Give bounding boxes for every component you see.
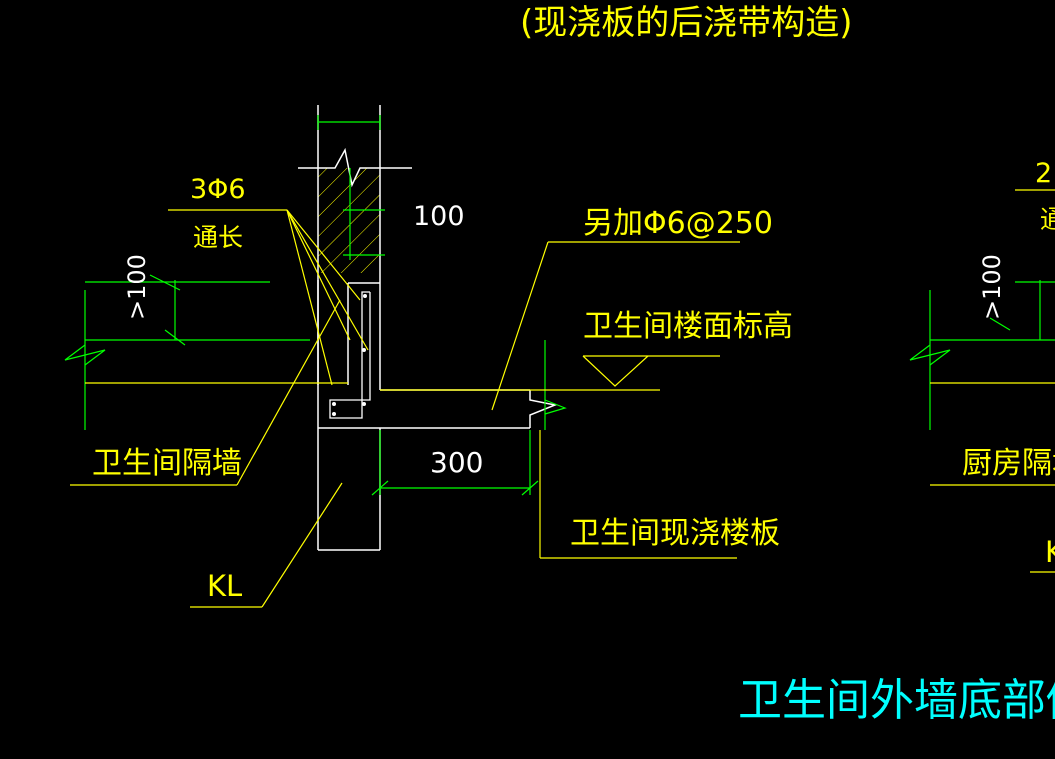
concrete-upturn bbox=[317, 280, 530, 551]
right-detail: 2 通 >100 厨房隔墙 K bbox=[909, 158, 1055, 573]
right-bar-label-length: 通 bbox=[1040, 205, 1055, 234]
floor-elevation-label: 卫生间楼面标高 bbox=[583, 309, 793, 344]
bar-label-length: 通长 bbox=[193, 223, 243, 252]
partition-wall-label: 卫生间隔墙 bbox=[92, 446, 242, 481]
bar-label: 3Φ6 bbox=[190, 174, 246, 205]
right-beam-label: K bbox=[1045, 535, 1055, 569]
dim-wall-thickness: 100 bbox=[413, 201, 465, 232]
dim-slab-width: 300 bbox=[430, 446, 483, 479]
slab-label: 卫生间现浇楼板 bbox=[570, 516, 780, 551]
right-bar-label: 2 bbox=[1035, 158, 1052, 189]
slab-break-symbol bbox=[529, 390, 558, 428]
header-title: (现浇板的后浇带构造) bbox=[520, 3, 853, 43]
bottom-title: 卫生间外墙底部做法 bbox=[738, 675, 1055, 726]
dim-upturn: >100 bbox=[123, 254, 151, 320]
right-dim-upturn: >100 bbox=[978, 254, 1006, 320]
right-partition-label: 厨房隔墙 bbox=[962, 446, 1055, 481]
extra-rebar-label: 另加Φ6@250 bbox=[583, 206, 773, 241]
dimension-lines bbox=[64, 115, 567, 496]
leader-lines bbox=[70, 209, 740, 608]
beam-label: KL bbox=[207, 569, 242, 603]
